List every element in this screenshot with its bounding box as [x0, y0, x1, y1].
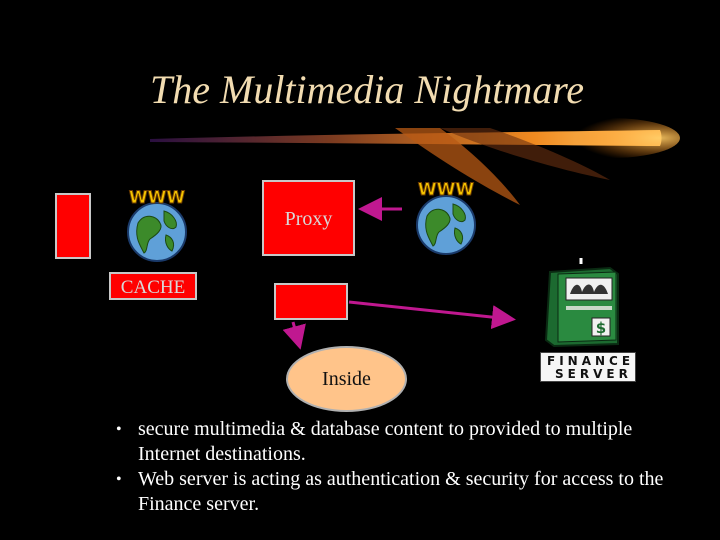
- globe-label: WWW: [418, 180, 475, 200]
- arrow-box-to-inside: [282, 321, 306, 350]
- server-icon: $: [544, 266, 619, 348]
- arrow-box-to-server: [348, 300, 516, 330]
- finance-label-line1: FINANCE: [547, 354, 635, 368]
- bullet-list: • secure multimedia & database content t…: [116, 417, 676, 517]
- client-box: [55, 193, 91, 259]
- globe-label: WWW: [129, 188, 186, 208]
- list-item: • Web server is acting as authentication…: [116, 467, 676, 517]
- cache-box: CACHE: [109, 272, 197, 300]
- bullet-icon: •: [116, 421, 122, 438]
- globe-icon: WWW: [127, 188, 187, 262]
- finance-label-line2: SERVER: [555, 367, 632, 381]
- proxy-label: Proxy: [284, 208, 333, 230]
- slide-title: The Multimedia Nightmare: [150, 67, 585, 112]
- inside-label: Inside: [322, 368, 371, 390]
- globe-icon: WWW: [416, 180, 476, 255]
- finance-server-label: FINANCE SERVER: [540, 352, 636, 382]
- bullet-text: Web server is acting as authentication &…: [138, 468, 664, 515]
- inside-node: Inside: [286, 346, 407, 412]
- bullet-icon: •: [116, 471, 122, 488]
- dollar-icon: $: [596, 319, 606, 337]
- proxy-box: Proxy: [262, 180, 355, 256]
- bullet-text: secure multimedia & database content to …: [138, 418, 633, 465]
- cache-label: CACHE: [120, 277, 186, 298]
- web-server-box: [274, 283, 348, 320]
- list-item: • secure multimedia & database content t…: [116, 417, 676, 467]
